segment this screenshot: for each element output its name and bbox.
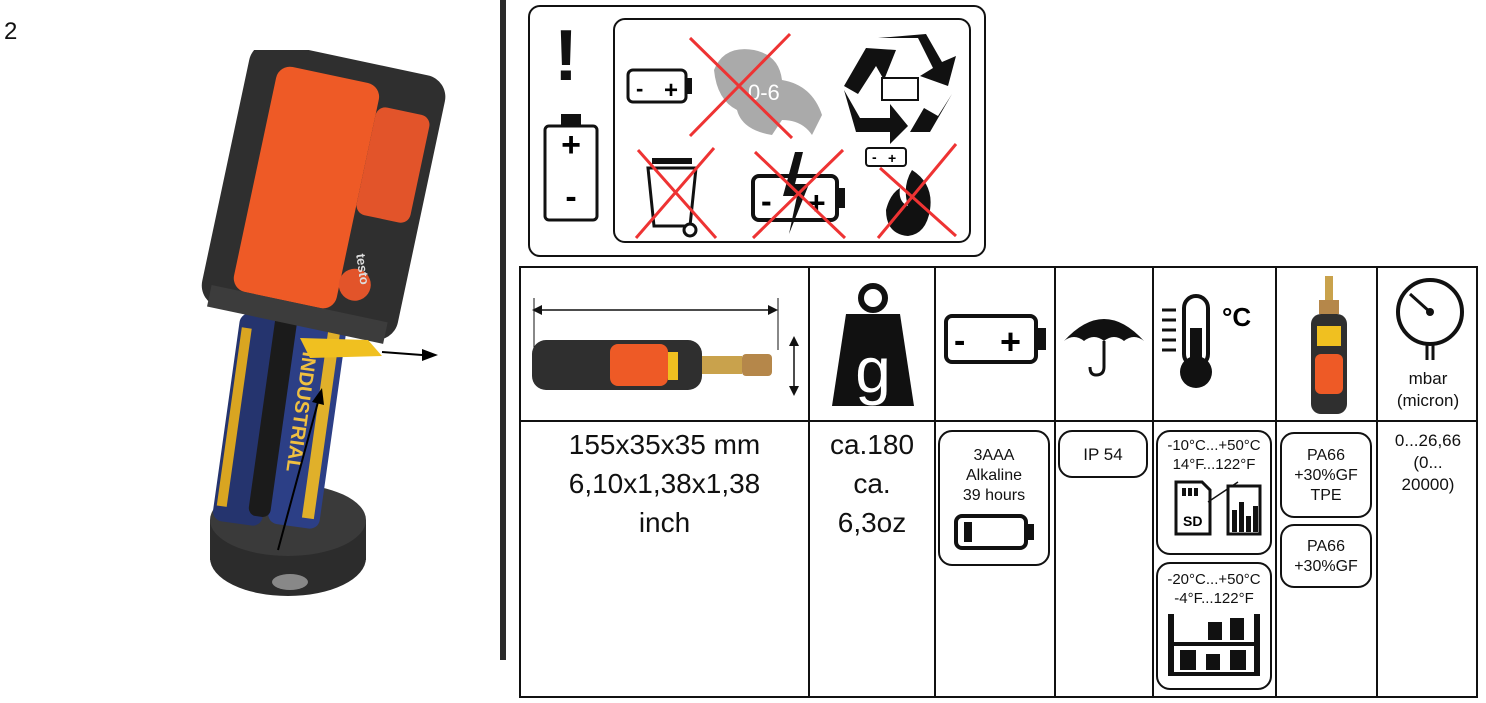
svg-text:+: + xyxy=(664,77,678,104)
storage-temp-c: -20°C...+50°C xyxy=(1167,571,1261,588)
battery-minus: - xyxy=(565,178,576,216)
no-trash-bin-icon xyxy=(634,147,718,239)
step-number: 2 xyxy=(4,18,18,45)
battery-icon: - + xyxy=(944,314,1046,364)
temperature-icon: °C xyxy=(1162,294,1251,388)
storage-temp-f: -4°F...122°F xyxy=(1174,590,1254,607)
dimensions-value: 155x35x35 mm 6,10x1,38x1,38 inch xyxy=(521,425,808,542)
recycle-icon xyxy=(844,34,956,144)
battery-life: 39 hours xyxy=(962,487,1026,504)
spec-table-row-divider xyxy=(519,420,1478,422)
col-divider xyxy=(934,266,936,698)
pressure-gauge-icon xyxy=(1396,278,1464,360)
dimensions-unit: inch xyxy=(638,507,691,538)
page-divider xyxy=(500,0,506,660)
battery-warning-panel xyxy=(613,18,971,243)
exclamation-icon: ! xyxy=(554,16,578,96)
other-material-1: PA66 xyxy=(1307,538,1345,555)
pressure-range-micron-open: (0... xyxy=(1413,453,1443,472)
sd-logging-icon: SD xyxy=(1174,480,1262,536)
svg-text:-: - xyxy=(954,322,965,360)
pressure-range: 0...26,66 (0... 20000) xyxy=(1378,430,1478,496)
battery-plus: + xyxy=(561,126,581,164)
svg-text:-: - xyxy=(636,76,643,101)
weight-ca: ca. xyxy=(853,468,891,499)
device-brand: testo xyxy=(353,253,372,286)
pressure-unit: mbar xyxy=(1408,369,1448,388)
temperature-unit: °C xyxy=(1222,302,1251,332)
weight-oz: 6,3oz xyxy=(837,507,907,538)
pressure-unit-micron: (micron) xyxy=(1396,391,1460,410)
weight-icon: g xyxy=(832,283,914,406)
svg-text:+: + xyxy=(888,150,896,166)
pressure-range-micron-close: 20000) xyxy=(1401,475,1455,494)
storage-temp-pill: -20°C...+50°C -4°F...122°F xyxy=(1156,562,1272,690)
umbrella-icon xyxy=(1064,319,1144,377)
battery-spec-pill: 3AAA Alkaline 39 hours xyxy=(938,430,1050,566)
other-material-pill: PA66 +30%GF xyxy=(1280,524,1372,588)
housing-material-1: PA66 xyxy=(1307,447,1345,464)
battery-low-icon xyxy=(954,514,1034,550)
svg-text:-: - xyxy=(761,183,772,219)
sd-label: SD xyxy=(1183,513,1202,529)
dimensions-mm: 155x35x35 mm xyxy=(568,429,761,460)
housing-material-3: TPE xyxy=(1310,487,1342,504)
material-device-icon xyxy=(1311,276,1347,414)
no-short-circuit-icon: - + xyxy=(751,148,847,240)
pressure-range-mbar: 0...26,66 xyxy=(1394,431,1462,450)
housing-material-pill: PA66 +30%GF TPE xyxy=(1280,432,1372,518)
warning-box xyxy=(528,5,986,257)
dimensions-inch: 6,10x1,38x1,38 xyxy=(568,468,761,499)
weight-value: ca.180 ca. 6,3oz xyxy=(810,425,934,542)
operating-temp-f: 14°F...122°F xyxy=(1172,456,1256,473)
operating-temp-pill: -10°C...+50°C 14°F...122°F SD xyxy=(1156,430,1272,555)
weight-grams: ca.180 xyxy=(829,429,915,460)
col-divider xyxy=(1054,266,1056,698)
storage-shelf-icon xyxy=(1168,614,1260,676)
svg-text:+: + xyxy=(807,185,826,221)
weight-icon-letter: g xyxy=(855,334,891,406)
dimensions-icon xyxy=(532,298,799,396)
battery-upright-icon: + - xyxy=(543,114,599,222)
col-divider xyxy=(1275,266,1277,698)
battery-chemistry: Alkaline xyxy=(965,467,1023,484)
battery-type: 3AAA xyxy=(973,447,1015,464)
operating-temp-c: -10°C...+50°C xyxy=(1167,437,1261,454)
ip-rating: IP 54 xyxy=(1083,445,1123,464)
col-divider xyxy=(1376,266,1378,698)
svg-text:+: + xyxy=(1000,321,1021,362)
device-battery-illustration: INDUSTRIAL testo xyxy=(201,50,446,596)
no-children-icon: - + 0-6 xyxy=(626,32,822,140)
spec-table xyxy=(519,266,1478,698)
col-divider xyxy=(808,266,810,698)
svg-text:-: - xyxy=(872,149,877,165)
col-divider xyxy=(1152,266,1154,698)
ip-rating-pill: IP 54 xyxy=(1058,430,1148,478)
other-material-2: +30%GF xyxy=(1294,558,1358,575)
no-fire-icon: - + xyxy=(865,143,958,239)
housing-material-2: +30%GF xyxy=(1294,467,1358,484)
